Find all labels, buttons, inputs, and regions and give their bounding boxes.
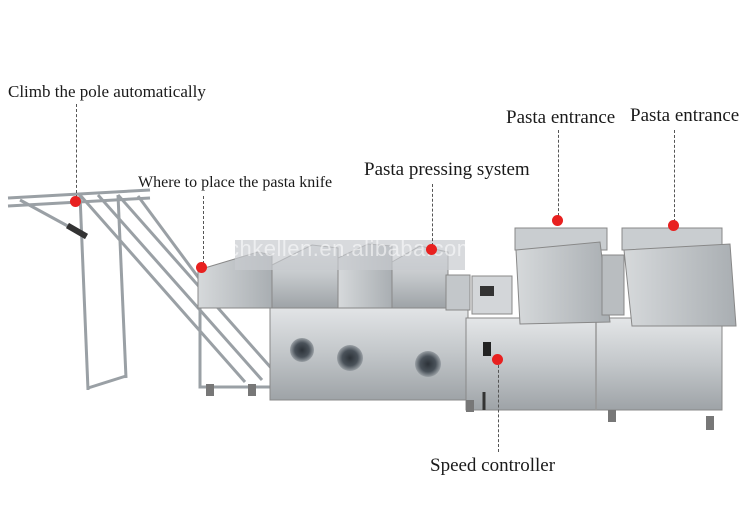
leader-climb bbox=[76, 104, 77, 198]
label-knife: Where to place the pasta knife bbox=[138, 174, 333, 191]
leader-knife bbox=[203, 196, 204, 264]
machine-feet bbox=[206, 384, 714, 430]
label-pressing: Pasta pressing system bbox=[364, 159, 530, 180]
leader-pressing bbox=[432, 184, 433, 246]
pressing-section bbox=[197, 240, 471, 401]
marker-speed bbox=[492, 354, 503, 365]
label-entrance-2: Pasta entrance bbox=[630, 105, 740, 126]
label-climb: Climb the pole automatically bbox=[8, 82, 206, 101]
leader-speed bbox=[498, 360, 499, 452]
marker-knife bbox=[196, 262, 207, 273]
watermark: chkellen.en.alibaba.com bbox=[228, 236, 476, 261]
leader-entrance-2 bbox=[674, 130, 675, 222]
marker-entrance-1 bbox=[552, 215, 563, 226]
label-speed: Speed controller bbox=[430, 455, 556, 476]
marker-climb bbox=[70, 196, 81, 207]
leader-entrance-1 bbox=[558, 130, 559, 216]
label-entrance-1: Pasta entrance bbox=[506, 107, 616, 128]
marker-entrance-2 bbox=[668, 220, 679, 231]
entrance-section bbox=[465, 227, 737, 411]
rack-handle bbox=[65, 222, 89, 240]
knife-frame bbox=[198, 303, 274, 389]
marker-pressing bbox=[426, 244, 437, 255]
